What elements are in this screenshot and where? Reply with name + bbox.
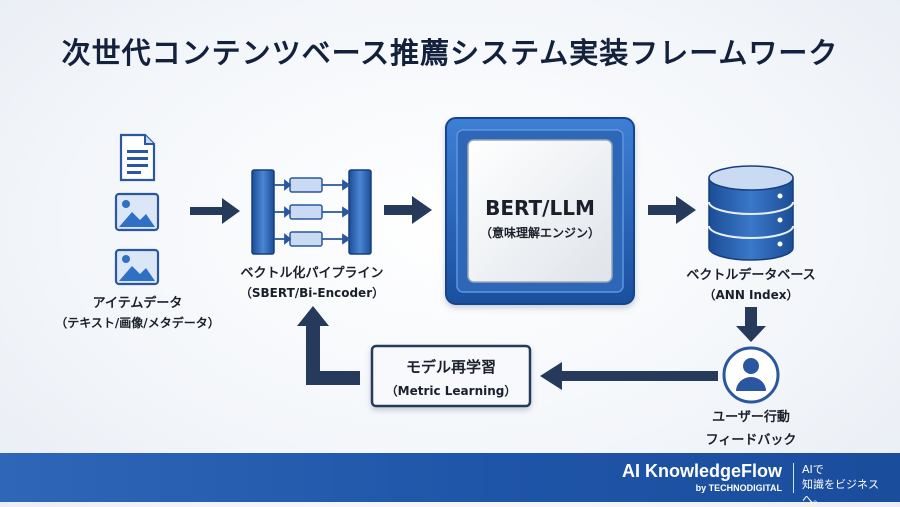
footer-divider [793, 463, 794, 493]
arrow-feedback-to-retrain [540, 362, 718, 390]
pipeline-label: ベクトル化パイプライン （SBERT/Bi-Encoder） [239, 266, 385, 300]
brand-slogan: AIで 知識をビジネスへ。 [802, 463, 879, 506]
chip-icon [445, 117, 635, 305]
footer-bar: AI KnowledgeFlow by TECHNODIGITAL AIで 知識… [0, 453, 900, 506]
item-data-label: アイテムデータ （テキスト/画像/メタデータ） [55, 296, 220, 330]
engine-label: BERT/LLM （意味理解エンジン） [479, 196, 600, 240]
arrow-retrain-to-pipeline [297, 306, 360, 385]
retrain-label: モデル再学習 （Metric Learning） [385, 358, 517, 398]
feedback-label: ユーザー行動 フィードバック [705, 410, 797, 448]
arrow-engine-to-db [648, 196, 696, 224]
arrow-db-to-feedback [736, 307, 766, 342]
image-icon [114, 192, 160, 232]
vector-db-label: ベクトルデータベース （ANN Index） [686, 268, 816, 302]
retrain-box [370, 344, 532, 408]
database-icon [708, 165, 794, 261]
user-icon [722, 346, 780, 404]
brand-byline: by TECHNODIGITAL [695, 483, 782, 493]
arrow-pipeline-to-engine [384, 196, 432, 224]
arrow-item-to-pipeline [190, 198, 240, 224]
page-title: 次世代コンテンツベース推薦システム実装フレームワーク [61, 36, 839, 70]
document-icon [119, 133, 156, 182]
framework-diagram [114, 117, 794, 408]
brand-name: AI KnowledgeFlow [622, 461, 782, 481]
pipeline-icon [251, 169, 372, 255]
brand-logo: AI KnowledgeFlow by TECHNODIGITAL [622, 461, 782, 493]
image-icon [114, 248, 160, 286]
